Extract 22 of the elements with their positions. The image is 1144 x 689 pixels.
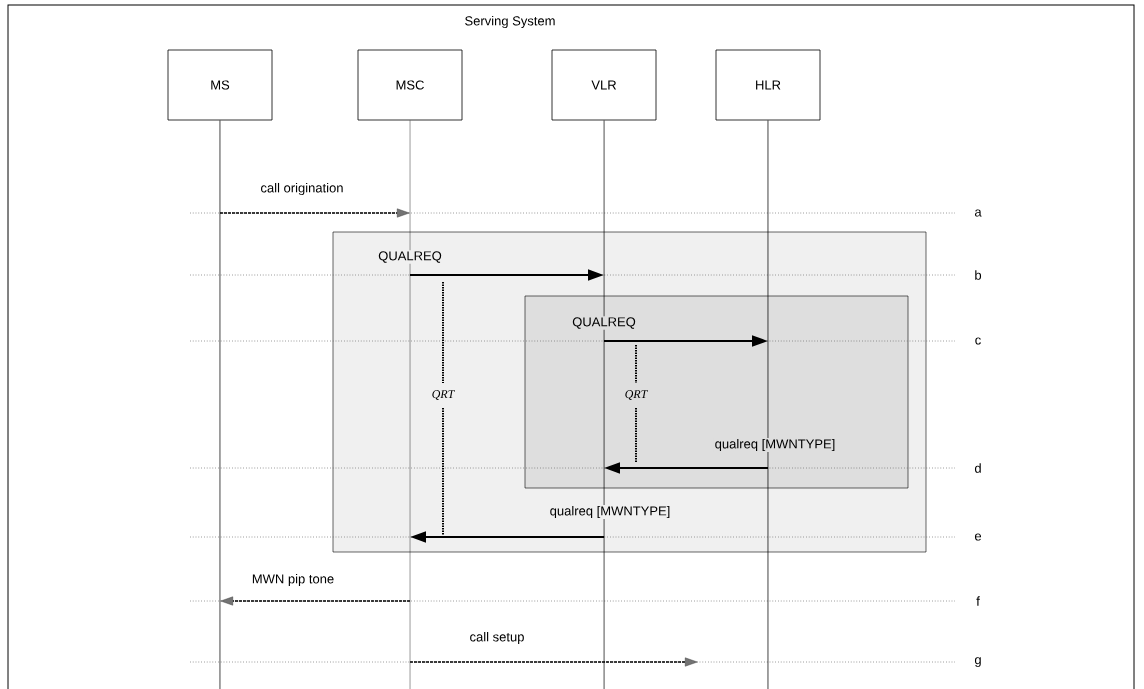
message-label: call origination — [259, 181, 345, 197]
participant-box: MSC — [357, 49, 463, 121]
message-arrow — [409, 657, 698, 667]
row-letter: d — [974, 463, 981, 473]
group-label: Serving System — [465, 15, 555, 29]
participant-box: VLR — [551, 49, 657, 121]
row-letter: b — [975, 270, 982, 280]
timer-label: QRT — [625, 390, 649, 400]
message-arrow — [220, 596, 411, 606]
message-label: QUALREQ — [571, 316, 637, 330]
message-arrow — [219, 208, 410, 218]
message-label: call setup — [468, 630, 526, 646]
row-letter: a — [974, 209, 982, 217]
row-letter: f — [976, 596, 980, 606]
timer-label: QRT — [432, 390, 456, 400]
message-label: QUALREQ — [377, 250, 443, 264]
participant-box: HLR — [715, 49, 821, 121]
row-letter: c — [975, 337, 981, 345]
row-letter: g — [974, 657, 981, 667]
participant-box: MS — [167, 49, 273, 121]
row-letter: e — [974, 533, 982, 541]
message-label: MWN pip tone — [250, 572, 336, 588]
